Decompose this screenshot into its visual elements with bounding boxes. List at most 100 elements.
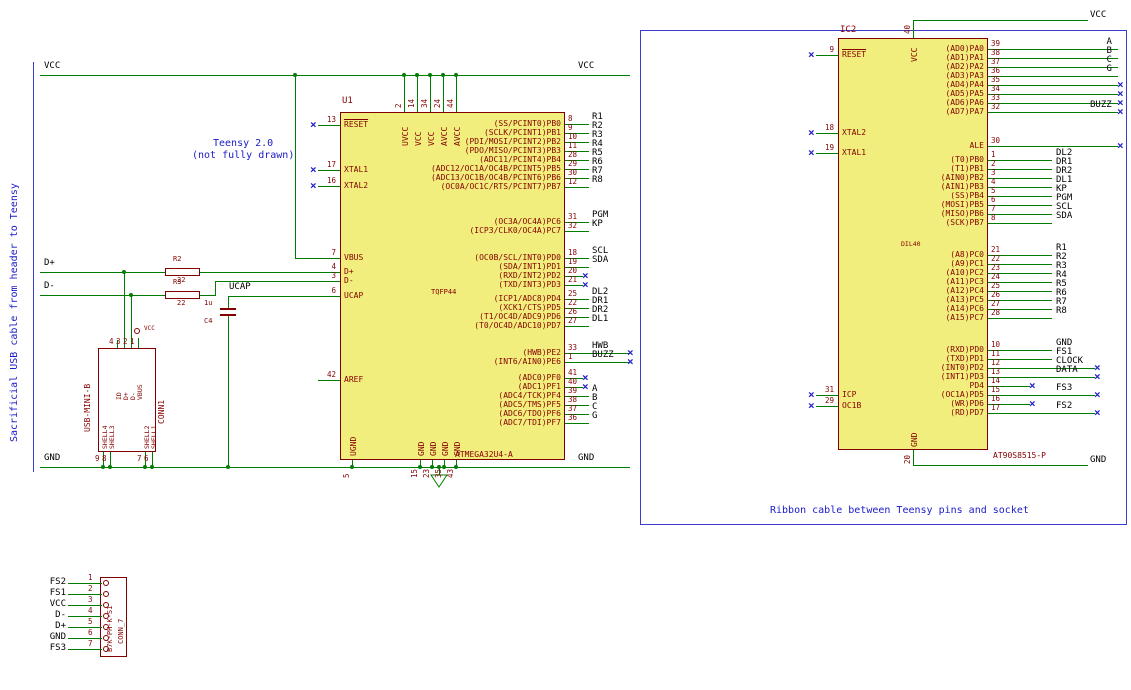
- no-connect-icon: ×: [1117, 105, 1124, 118]
- u1-package: TQFP44: [431, 288, 457, 296]
- wire: [68, 583, 102, 584]
- pin-number: 9: [568, 123, 573, 132]
- net-label: R8: [592, 175, 603, 185]
- wire: [456, 75, 457, 112]
- wire: [988, 404, 1030, 405]
- c4-body[interactable]: [218, 306, 238, 318]
- wire: [988, 160, 1052, 161]
- wire: [565, 267, 589, 268]
- pin-name: (INT1)PD3: [940, 372, 984, 381]
- pin-name: (T1/OC4D/ADC9)PD6: [479, 312, 561, 321]
- junction-dot: [350, 465, 354, 469]
- junction-dot: [226, 465, 230, 469]
- no-connect-icon: ×: [582, 278, 589, 291]
- pin-number: 7: [88, 639, 93, 648]
- wire: [215, 281, 216, 296]
- wire: [110, 452, 111, 467]
- no-connect-icon: ×: [1029, 397, 1036, 410]
- wire: [228, 316, 229, 467]
- pin-number: 6: [991, 195, 996, 204]
- pin-number: 2: [991, 159, 996, 168]
- wire: [816, 133, 838, 134]
- no-connect-icon: ×: [1029, 379, 1036, 392]
- power-symbol-icon: [134, 328, 140, 334]
- pin-number: 43: [446, 468, 455, 478]
- net-label: DR1: [592, 296, 609, 306]
- wire: [988, 350, 1052, 351]
- pin-number: 21: [568, 275, 578, 284]
- wire: [565, 151, 589, 152]
- pin-number: 7: [991, 204, 996, 213]
- pin-name: (AD5)PA5: [945, 89, 984, 98]
- r3-body[interactable]: [165, 291, 200, 299]
- pin-name: ALE: [969, 141, 984, 150]
- wire: [417, 75, 418, 112]
- pin-number: 6: [144, 454, 149, 463]
- no-connect-icon: ×: [1094, 361, 1101, 374]
- pin-circle: [103, 602, 109, 608]
- pin-name: SHELL3: [108, 425, 116, 449]
- pin-name: (ADC4/TCK)PF4: [498, 391, 561, 400]
- wire: [200, 295, 216, 296]
- pin-number: 4: [88, 606, 93, 615]
- pin-name: (A10)PC2: [945, 268, 984, 277]
- pin-number: 27: [568, 316, 578, 325]
- pin-name: (AIN0)PB2: [940, 173, 984, 182]
- pin-number: 22: [991, 254, 1001, 263]
- pin-name: (A13)PC5: [945, 295, 984, 304]
- net-label: PGM: [1056, 193, 1073, 203]
- pin-number: 18: [568, 248, 578, 257]
- wire: [816, 406, 838, 407]
- pin-name: (AD2)PA2: [945, 62, 984, 71]
- wire: [988, 309, 1052, 310]
- gnd-label-left: GND: [44, 453, 61, 463]
- wire: [456, 460, 457, 467]
- wire: [565, 387, 583, 388]
- pin-name: (A8)PC0: [950, 250, 984, 259]
- net-label: FS3: [1056, 383, 1073, 393]
- pin-number: 12: [568, 177, 578, 186]
- pin-number: 3: [331, 271, 336, 280]
- net-label: R4: [592, 139, 603, 149]
- wire: [565, 423, 589, 424]
- ic2-body[interactable]: [838, 38, 988, 450]
- wire: [988, 94, 1118, 95]
- wire: [40, 467, 630, 468]
- pin-number: 36: [568, 413, 578, 422]
- pin-name: (ADC12/OC1A/OC4B/PCINT5)PB5: [430, 164, 561, 173]
- no-connect-icon: ×: [310, 179, 317, 192]
- wire: [68, 594, 102, 595]
- net-label: KP: [592, 219, 603, 229]
- wire: [103, 452, 104, 467]
- wire: [565, 362, 629, 363]
- r2-body[interactable]: [165, 268, 200, 276]
- pin-name: AVCC: [453, 126, 462, 146]
- vcc-label-mid: VCC: [578, 61, 595, 71]
- usb-connector-body[interactable]: [98, 348, 156, 452]
- u1-body[interactable]: [340, 112, 565, 460]
- pin-name: (SCK)PB7: [945, 218, 984, 227]
- pin-number: 35: [434, 468, 443, 478]
- pin-name: (ADC6/TDO)PF6: [498, 409, 561, 418]
- no-connect-icon: ×: [1117, 139, 1124, 152]
- net-label: PGM: [592, 210, 609, 220]
- pin-name: XTAL2: [344, 181, 369, 190]
- wire: [444, 460, 445, 467]
- junction-dot: [415, 73, 419, 77]
- conn7-body[interactable]: [100, 577, 127, 657]
- pin-number: 9: [95, 454, 100, 463]
- wire: [117, 340, 118, 348]
- wire: [988, 300, 1052, 301]
- no-connect-icon: ×: [310, 118, 317, 131]
- net-label: VCC: [49, 599, 66, 609]
- pin-number: 10: [991, 340, 1001, 349]
- pin-number: 42: [326, 370, 336, 379]
- pin-name: (SCLK/PCINT1)PB1: [483, 128, 561, 137]
- pin-circle: [103, 635, 109, 641]
- pin-name: (RXD/INT2)PD2: [498, 271, 561, 280]
- pin-number: 29: [568, 159, 578, 168]
- wire: [404, 75, 405, 112]
- pin-number: 37: [991, 57, 1001, 66]
- net-label: R5: [592, 148, 603, 158]
- pin-name: PD4: [969, 381, 984, 390]
